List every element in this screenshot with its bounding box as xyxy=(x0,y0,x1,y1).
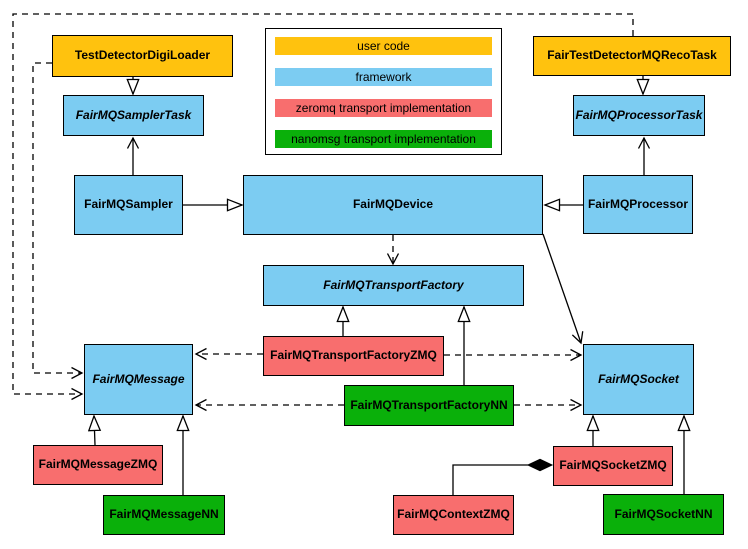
node-fairmqsamplertask: FairMQSamplerTask xyxy=(63,95,204,136)
legend-item-framework: framework xyxy=(275,68,492,86)
node-fairmqsampler: FairMQSampler xyxy=(74,175,183,235)
node-fairmqsocketzmq: FairMQSocketZMQ xyxy=(553,446,673,486)
node-fairmqcontextzmq: FairMQContextZMQ xyxy=(393,495,514,535)
node-fairmqsocketnn: FairMQSocketNN xyxy=(603,494,724,535)
legend-item-zeromq-transport-implementation: zeromq transport implementation xyxy=(275,99,492,117)
legend-item-user-code: user code xyxy=(275,37,492,55)
edge-association-fairmqdevice-to-fairmqsocket xyxy=(542,233,584,345)
edge-dependency-testdetectordigiloader-to-fairmqmessage xyxy=(32,62,84,380)
legend-item-nanomsg-transport-implementation: nanomsg transport implementation xyxy=(275,130,492,148)
node-fairmqmessagenn: FairMQMessageNN xyxy=(103,495,225,535)
node-fairmqsocket: FairMQSocket xyxy=(583,344,694,415)
node-fairmqtransportfactoryzmq: FairMQTransportFactoryZMQ xyxy=(263,336,444,376)
node-testdetectordigiloader: TestDetectorDigiLoader xyxy=(52,35,233,77)
node-fairmqmessage: FairMQMessage xyxy=(84,344,193,415)
node-fairmqmessagezmq: FairMQMessageZMQ xyxy=(33,445,163,485)
edge-dependency-fairtestdetectormqrecotask-to-fairmqmessage xyxy=(12,13,634,401)
node-fairmqprocessor: FairMQProcessor xyxy=(583,175,693,234)
legend: user code framework zeromq transport imple… xyxy=(265,28,502,155)
node-fairmqtransportfactorynn: FairMQTransportFactoryNN xyxy=(344,385,514,426)
node-fairtestdetectormqrecotask: FairTestDetectorMQRecoTask xyxy=(533,36,731,76)
edge-inheritance-fairmqmessagezmq-to-fairmqmessage xyxy=(94,416,95,446)
node-fairmqprocessortask: FairMQProcessorTask xyxy=(573,95,705,136)
node-fairmqtransportfactory: FairMQTransportFactory xyxy=(263,265,524,306)
edge-composition-fairmqsocketzmq-to-fairmqcontextzmq xyxy=(452,465,528,495)
node-fairmqdevice: FairMQDevice xyxy=(243,175,543,235)
